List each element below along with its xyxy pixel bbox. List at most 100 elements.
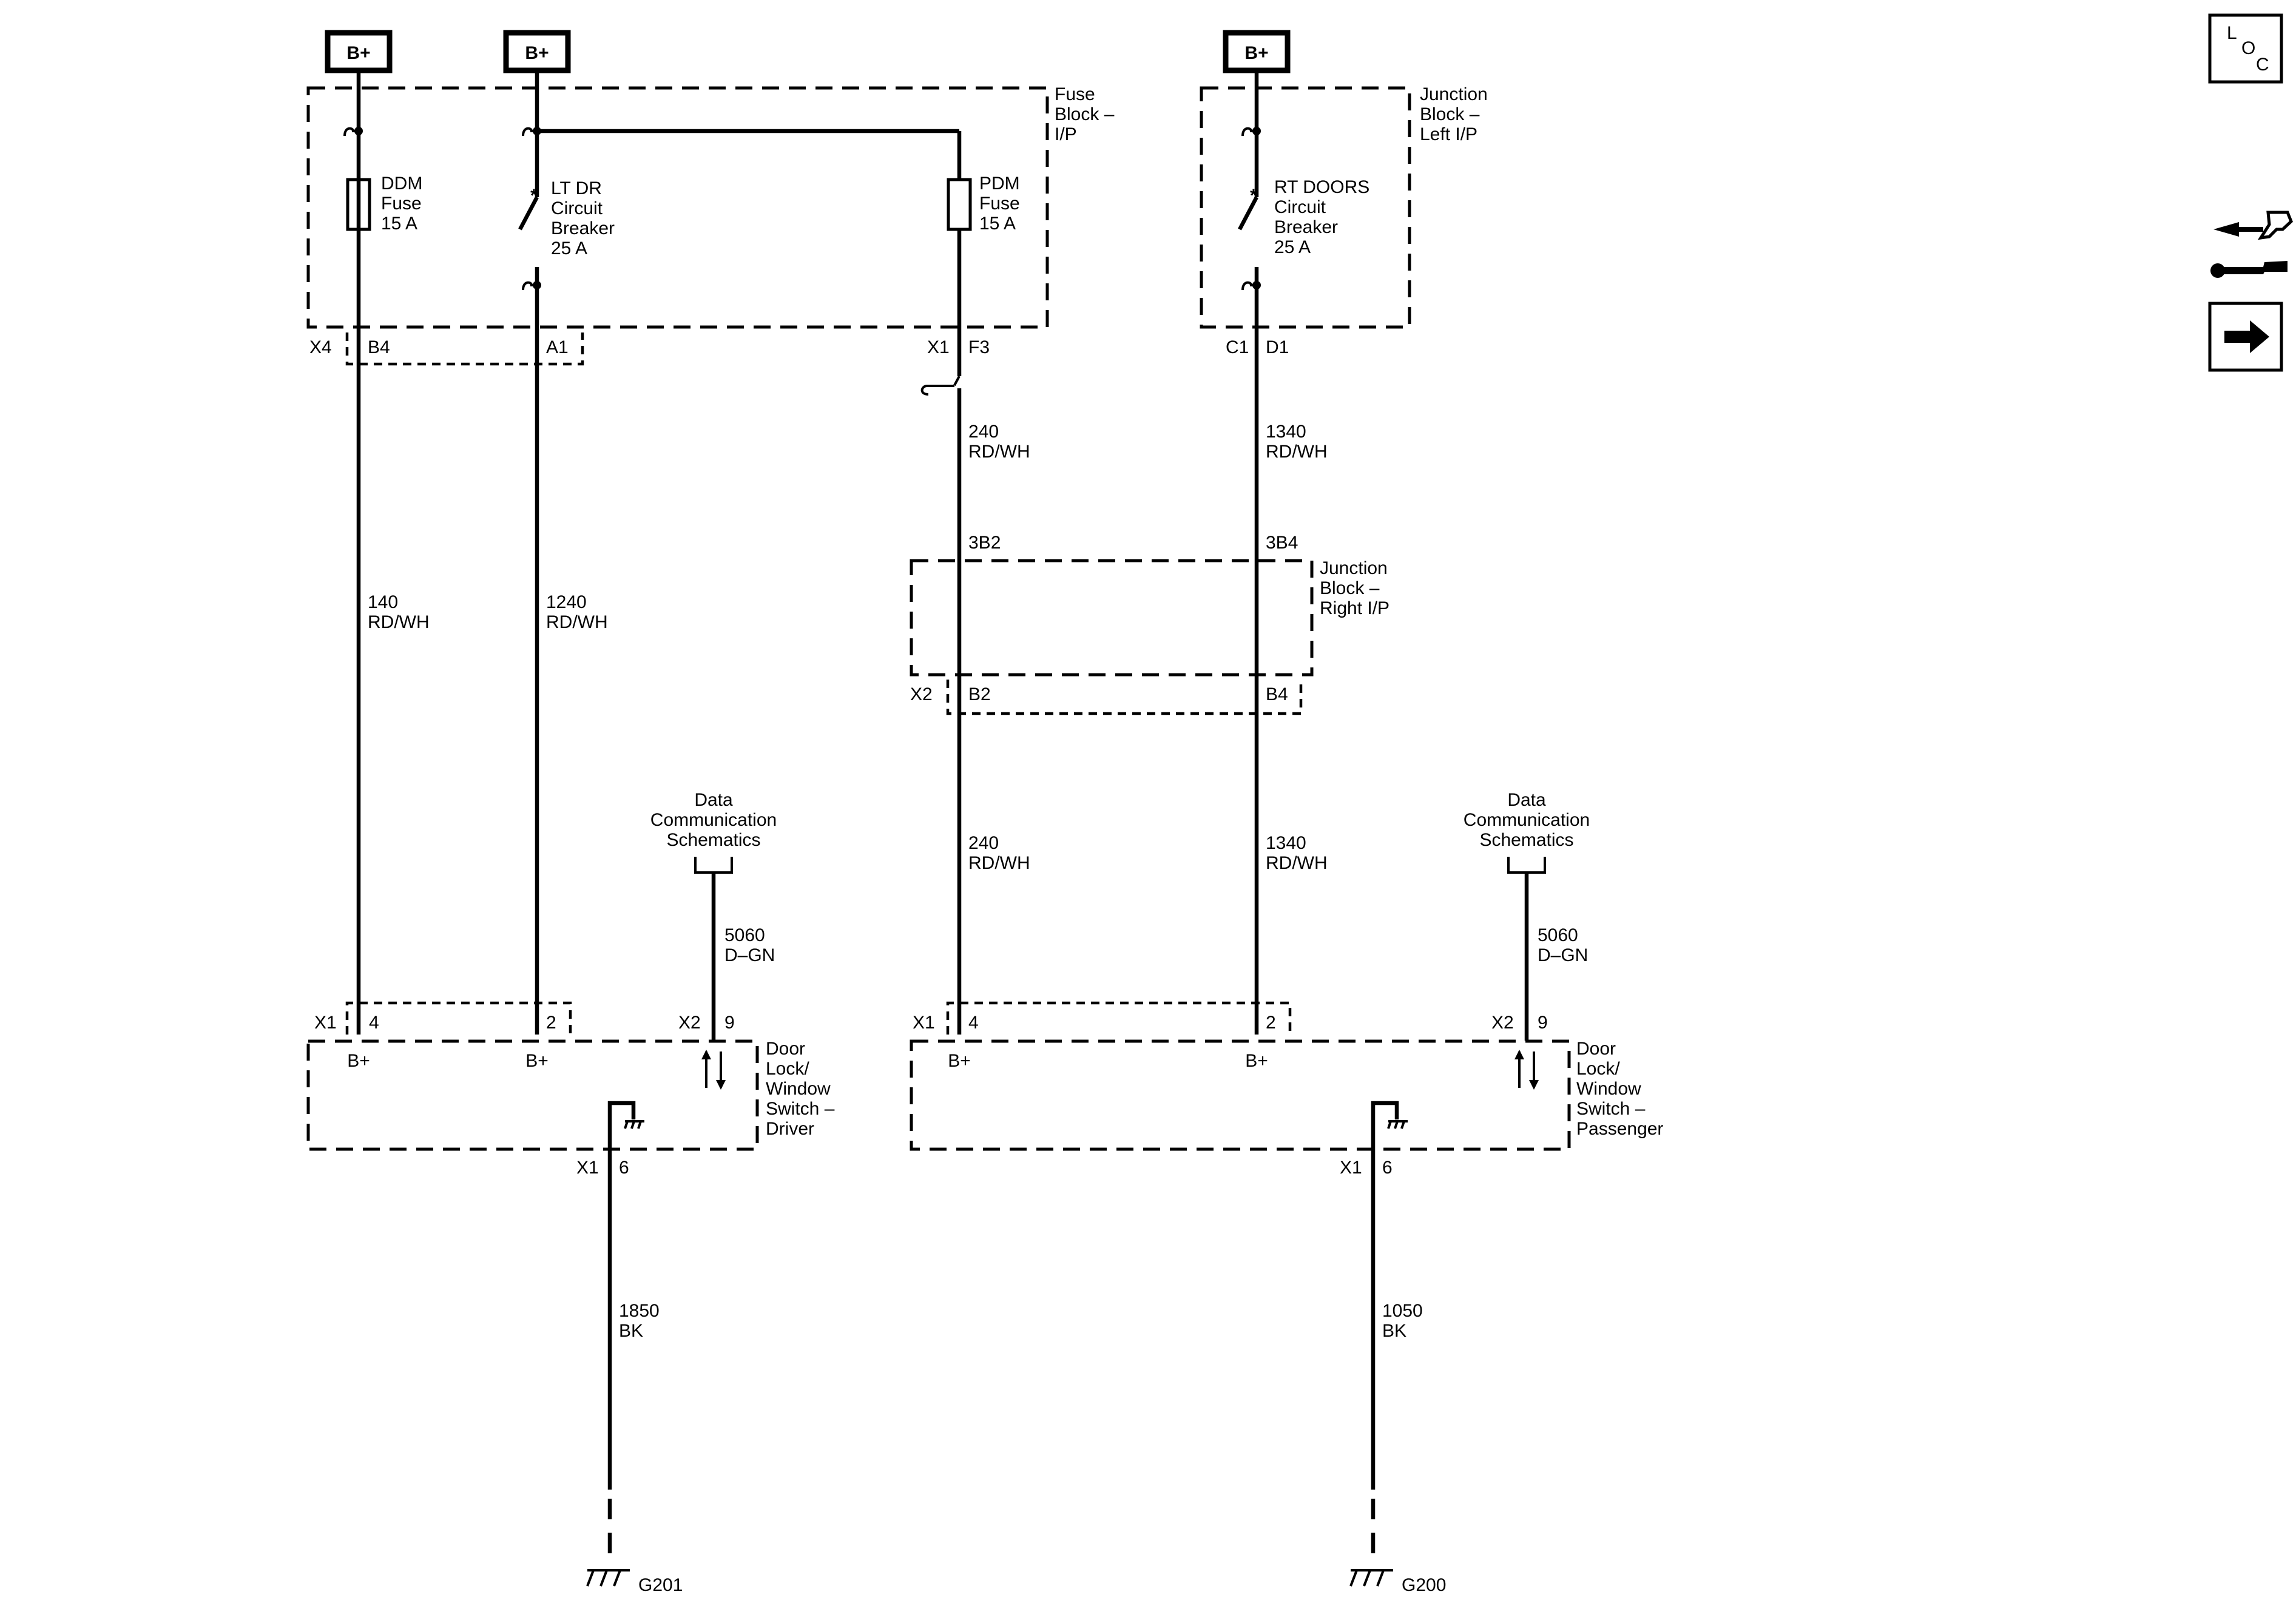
svg-text:Driver: Driver bbox=[766, 1119, 814, 1139]
wire-1240-label: 1240 RD/WH bbox=[546, 592, 608, 632]
pin-function-label: B+ bbox=[948, 1051, 971, 1071]
ground-label-g200: G200 bbox=[1402, 1575, 1446, 1595]
svg-text:Window: Window bbox=[1576, 1079, 1641, 1099]
wire-1340-label-lower: 1340 RD/WH bbox=[1266, 833, 1328, 873]
junction-block-left-label: Junction Block – Left I/P bbox=[1420, 84, 1488, 144]
svg-text:RD/WH: RD/WH bbox=[968, 442, 1030, 462]
rt-doors-breaker-branch: * bbox=[1238, 70, 1261, 1035]
svg-text:BK: BK bbox=[1382, 1321, 1406, 1341]
bplus-label: B+ bbox=[525, 43, 549, 63]
ground-g201-icon bbox=[586, 1569, 630, 1587]
fuse-block-outline bbox=[306, 86, 1049, 329]
svg-text:1340: 1340 bbox=[1266, 422, 1306, 442]
pdm-fuse-label: PDM Fuse 15 A bbox=[979, 174, 1020, 234]
junction-right-connector bbox=[946, 680, 1303, 715]
pin-label: 4 bbox=[968, 1013, 979, 1033]
pin-label: 2 bbox=[546, 1013, 556, 1033]
connector-label: X2 bbox=[1491, 1013, 1514, 1033]
rt-doors-breaker-label: RT DOORS Circuit Breaker 25 A bbox=[1274, 177, 1369, 257]
ground-g200-icon bbox=[1349, 1569, 1393, 1587]
svg-text:Block –: Block – bbox=[1420, 104, 1480, 124]
svg-text:Lock/: Lock/ bbox=[766, 1059, 809, 1079]
svg-text:Door: Door bbox=[1576, 1039, 1616, 1059]
svg-text:5060: 5060 bbox=[724, 925, 765, 945]
driver-switch-label: Door Lock/ Window Switch – Driver bbox=[766, 1039, 835, 1139]
lt-dr-breaker-label: LT DR Circuit Breaker 25 A bbox=[551, 178, 615, 258]
ddm-fuse-label: DDM Fuse 15 A bbox=[381, 174, 422, 234]
connector-label: X1 bbox=[314, 1013, 337, 1033]
svg-text:Switch –: Switch – bbox=[1576, 1099, 1646, 1119]
svg-text:Circuit: Circuit bbox=[551, 198, 603, 218]
connector-label: X2 bbox=[910, 684, 933, 704]
svg-text:15 A: 15 A bbox=[979, 214, 1016, 234]
pdm-fuse-symbol bbox=[947, 178, 972, 231]
svg-text:RD/WH: RD/WH bbox=[1266, 442, 1328, 462]
svg-text:C: C bbox=[2256, 55, 2269, 75]
svg-text:Fuse: Fuse bbox=[381, 194, 422, 214]
svg-text:Block –: Block – bbox=[1320, 578, 1380, 598]
pin-function-label: B+ bbox=[1245, 1051, 1268, 1071]
driver-switch-connector bbox=[345, 1001, 572, 1035]
driver-switch-outline bbox=[306, 1039, 759, 1151]
wire-240-label-lower: 240 RD/WH bbox=[968, 833, 1030, 873]
svg-text:O: O bbox=[2241, 38, 2255, 58]
svg-text:Lock/: Lock/ bbox=[1576, 1059, 1620, 1079]
pdm-fuse-branch bbox=[920, 131, 972, 1035]
bplus-terminal-3: B+ bbox=[1223, 30, 1291, 73]
svg-text:Data: Data bbox=[1507, 790, 1546, 810]
bplus-terminal-2: B+ bbox=[503, 30, 571, 73]
svg-text:25 A: 25 A bbox=[1274, 237, 1311, 257]
svg-text:DDM: DDM bbox=[381, 174, 422, 194]
svg-text:RD/WH: RD/WH bbox=[368, 612, 430, 632]
pin-label: B2 bbox=[968, 684, 991, 704]
driver-internal-ground bbox=[607, 1101, 644, 1150]
svg-text:240: 240 bbox=[968, 422, 999, 442]
svg-text:1050: 1050 bbox=[1382, 1301, 1423, 1321]
svg-text:240: 240 bbox=[968, 833, 999, 853]
loc-icon[interactable]: L O C bbox=[2208, 13, 2283, 84]
pin-label: 3B2 bbox=[968, 533, 1001, 553]
bplus-terminal-1: B+ bbox=[325, 30, 393, 73]
svg-text:RD/WH: RD/WH bbox=[546, 612, 608, 632]
wrench-arrows-icon[interactable] bbox=[2210, 211, 2293, 278]
passenger-switch-label: Door Lock/ Window Switch – Passenger bbox=[1576, 1039, 1663, 1139]
pin-label: 4 bbox=[369, 1013, 379, 1033]
wire-5060-label-driver: 5060 D–GN bbox=[724, 925, 775, 965]
wire-1050-label: 1050 BK bbox=[1382, 1301, 1423, 1341]
pin-label: A1 bbox=[546, 337, 569, 357]
svg-text:Fuse: Fuse bbox=[1055, 84, 1095, 104]
connector-label: X4 bbox=[309, 337, 332, 357]
svg-text:Passenger: Passenger bbox=[1576, 1119, 1663, 1139]
svg-text:Right I/P: Right I/P bbox=[1320, 598, 1389, 618]
svg-text:Fuse: Fuse bbox=[979, 194, 1020, 214]
svg-text:Left I/P: Left I/P bbox=[1420, 124, 1477, 144]
bplus-label: B+ bbox=[1244, 43, 1268, 63]
svg-text:I/P: I/P bbox=[1055, 124, 1077, 144]
passenger-internal-ground bbox=[1371, 1101, 1408, 1150]
svg-text:Junction: Junction bbox=[1420, 84, 1488, 104]
svg-text:1340: 1340 bbox=[1266, 833, 1306, 853]
passenger-switch-outline bbox=[910, 1039, 1571, 1151]
svg-text:BK: BK bbox=[619, 1321, 643, 1341]
breaker-asterisk: * bbox=[1250, 186, 1257, 206]
wire-240-label-upper: 240 RD/WH bbox=[968, 422, 1030, 462]
connector-label: X1 bbox=[927, 337, 950, 357]
svg-text:Window: Window bbox=[766, 1079, 831, 1099]
svg-text:Breaker: Breaker bbox=[551, 218, 615, 238]
svg-text:140: 140 bbox=[368, 592, 398, 612]
svg-text:Communication: Communication bbox=[650, 810, 777, 830]
right-arrow-icon[interactable] bbox=[2208, 302, 2283, 372]
passenger-switch-connector bbox=[946, 1001, 1292, 1035]
pin-label: C1 bbox=[1226, 337, 1249, 357]
fuse-block-label: Fuse Block – I/P bbox=[1055, 84, 1115, 144]
connector-label: X1 bbox=[913, 1013, 935, 1033]
junction-block-right-label: Junction Block – Right I/P bbox=[1320, 558, 1389, 618]
breaker-asterisk: * bbox=[530, 186, 538, 206]
bplus-label: B+ bbox=[346, 43, 370, 63]
svg-text:Block –: Block – bbox=[1055, 104, 1115, 124]
pin-label: B4 bbox=[368, 337, 390, 357]
svg-text:Circuit: Circuit bbox=[1274, 197, 1326, 217]
bidirectional-arrows-icon bbox=[1514, 1050, 1539, 1090]
svg-text:LT DR: LT DR bbox=[551, 178, 602, 198]
